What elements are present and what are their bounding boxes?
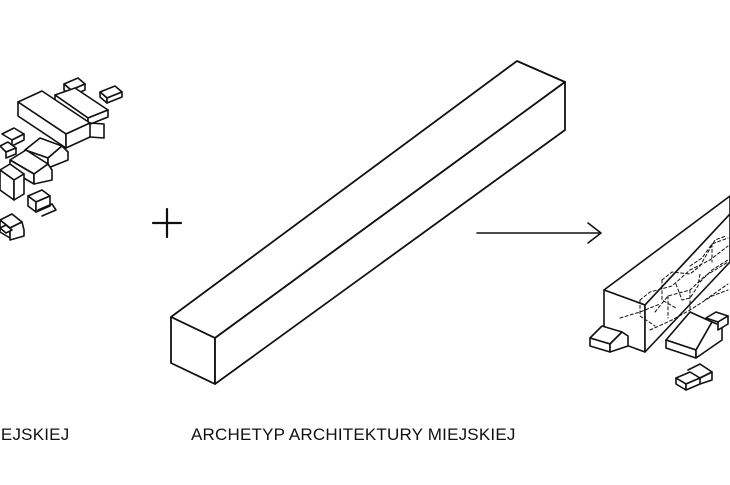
small-block — [590, 326, 628, 352]
synthesis-beam — [604, 196, 730, 352]
small-block — [0, 225, 12, 233]
gabled-house-under-beam — [666, 312, 722, 358]
plus-symbol — [153, 209, 181, 237]
small-block — [0, 142, 16, 158]
small-block — [28, 190, 56, 216]
left-building-cluster — [0, 78, 122, 240]
hidden-houses-dashed — [620, 236, 728, 330]
small-block — [676, 364, 712, 390]
small-block — [2, 128, 24, 146]
tall-block — [0, 164, 24, 200]
arrow-right-icon — [477, 223, 601, 243]
small-block — [100, 86, 122, 103]
gabled-house-large — [18, 91, 104, 148]
caption-center: ARCHETYP ARCHITEKTURY MIEJSKIEJ — [191, 425, 516, 444]
right-synthesis-cluster — [590, 196, 730, 390]
beam-side-face — [215, 82, 565, 384]
beam-top-face — [171, 61, 565, 338]
caption-left: IEJSKIEJ — [0, 425, 70, 444]
archetype-beam — [171, 61, 565, 384]
small-block — [706, 312, 728, 330]
